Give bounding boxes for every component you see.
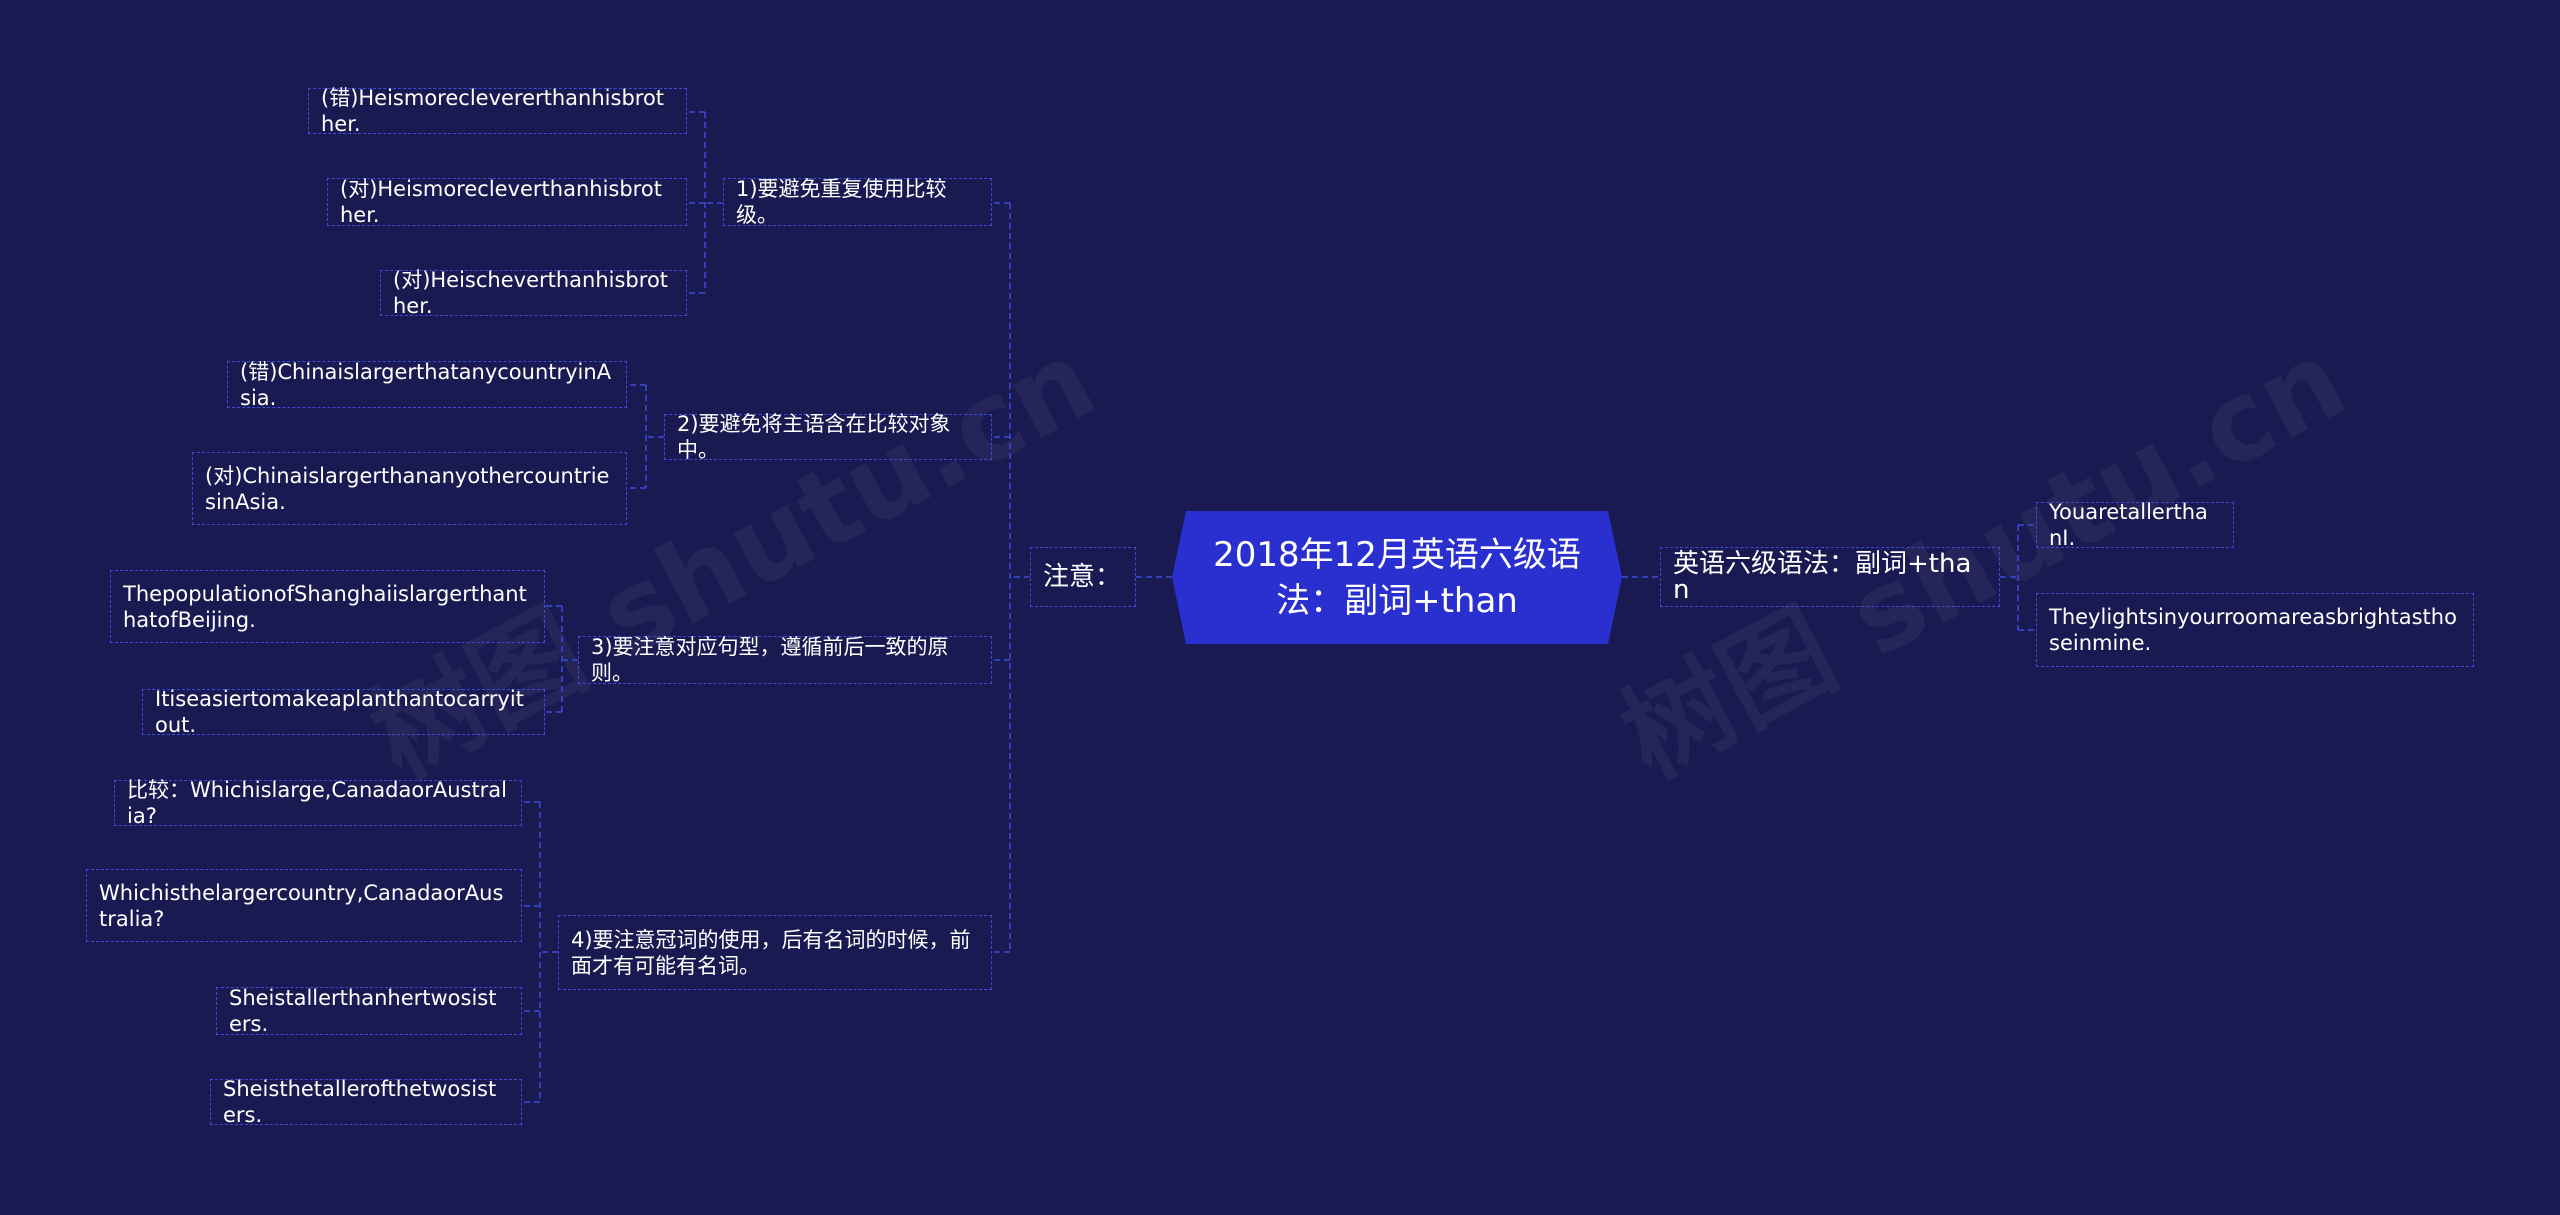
branch-adverb-than[interactable]: 英语六级语法：副词+than — [1660, 547, 2000, 607]
connector-right-bus — [2000, 524, 2036, 631]
example-3-2[interactable]: Itiseasiertomakeaplanthantocarryitout. — [142, 687, 545, 737]
branch-note[interactable]: 注意： — [1030, 547, 1136, 607]
note-item-3-label: 3)要注意对应句型，遵循前后一致的原则。 — [591, 635, 949, 685]
example-2-2[interactable]: (对)ChinaislargerthananyothercountriesinA… — [192, 452, 627, 525]
branch-adverb-than-label: 英语六级语法：副词+than — [1673, 549, 1972, 605]
example-1-3[interactable]: (对)Heischeverthanhisbrother. — [380, 268, 687, 318]
example-1-1[interactable]: (错)Heismoreclevererthanhisbrother. — [308, 86, 687, 136]
connector-c1-bus — [687, 111, 723, 294]
connector-c2-bus — [627, 384, 664, 489]
example-text: (对)ChinaislargerthananyothercountriesinA… — [205, 463, 610, 514]
note-item-4[interactable]: 4)要注意冠词的使用，后有名词的时候，前面才有可能有名词。 — [558, 915, 992, 990]
example-text: (错)Heismoreclevererthanhisbrother. — [321, 86, 665, 136]
example-4-2[interactable]: Whichisthelargercountry,CanadaorAustrali… — [86, 869, 522, 942]
example-text: (对)Heismorecleverthanhisbrother. — [340, 177, 662, 227]
example-text: Theylightsinyourroomareasbrightasthosein… — [2049, 605, 2457, 655]
example-text: Itiseasiertomakeaplanthantocarryitout. — [155, 687, 524, 737]
note-item-2[interactable]: 2)要避免将主语含在比较对象中。 — [664, 412, 992, 462]
example-text: Sheisthetallerofthetwosisters. — [223, 1077, 497, 1127]
root-title: 2018年12月英语六级语法：副词+than — [1213, 534, 1581, 621]
note-item-2-label: 2)要避免将主语含在比较对象中。 — [677, 412, 951, 462]
example-text: YouaretallerthanI. — [2049, 500, 2208, 550]
example-2-1[interactable]: (错)ChinaislargerthatanycountryinAsia. — [227, 359, 627, 410]
connector-c4-bus — [522, 801, 558, 1103]
example-4-1[interactable]: 比较：Whichislarge,CanadaorAustralia? — [114, 778, 522, 828]
example-1-2[interactable]: (对)Heismorecleverthanhisbrother. — [327, 177, 687, 227]
note-item-3[interactable]: 3)要注意对应句型，遵循前后一致的原则。 — [578, 635, 992, 685]
note-item-4-label: 4)要注意冠词的使用，后有名词的时候，前面才有可能有名词。 — [571, 927, 971, 978]
note-item-1[interactable]: 1)要避免重复使用比较级。 — [723, 177, 992, 227]
connector-note-bus — [1009, 203, 1030, 952]
example-text: 比较：Whichislarge,CanadaorAustralia? — [127, 778, 508, 828]
example-right-1[interactable]: YouaretallerthanI. — [2036, 500, 2234, 550]
branch-note-label: 注意： — [1043, 562, 1122, 592]
example-4-4[interactable]: Sheisthetallerofthetwosisters. — [210, 1077, 522, 1127]
example-text: (错)ChinaislargerthatanycountryinAsia. — [240, 359, 612, 410]
example-text: (对)Heischeverthanhisbrother. — [393, 268, 669, 318]
example-right-2[interactable]: Theylightsinyourroomareasbrightasthosein… — [2036, 593, 2474, 667]
example-text: ThepopulationofShanghaiislargerthanthato… — [123, 581, 527, 632]
example-text: Sheistallerthanhertwosisters. — [229, 986, 497, 1036]
root-node[interactable]: 2018年12月英语六级语法：副词+than — [1172, 511, 1622, 644]
root-hexagon — [1172, 511, 1622, 644]
connector-c3-bus — [545, 605, 578, 713]
example-3-1[interactable]: ThepopulationofShanghaiislargerthanthato… — [110, 570, 545, 643]
note-item-1-label: 1)要避免重复使用比较级。 — [736, 177, 947, 227]
example-text: Whichisthelargercountry,CanadaorAustrali… — [99, 880, 504, 931]
example-4-3[interactable]: Sheistallerthanhertwosisters. — [216, 986, 522, 1036]
